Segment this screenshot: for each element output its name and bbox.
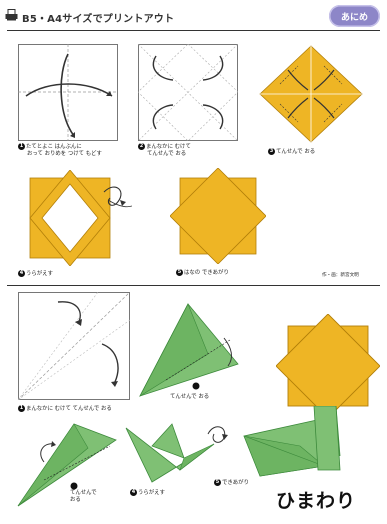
bottom-step-4-diagram xyxy=(125,423,228,483)
printer-icon xyxy=(5,9,18,21)
top-step-5-diagram xyxy=(170,168,266,264)
flower-name-title: ひまわり xyxy=(276,490,357,512)
section-divider xyxy=(7,285,380,286)
credit-text: 作・画：新宮文明 xyxy=(322,273,359,278)
top-step-3-diagram xyxy=(259,45,363,143)
bottom-step-1-diagram xyxy=(18,292,130,400)
top-step-4-diagram xyxy=(29,170,132,266)
sunflower-head-finished xyxy=(276,314,380,418)
bottom-step-3-diagram xyxy=(17,423,117,507)
page-title: B5・A4サイズでプリントアウト xyxy=(22,14,175,25)
bottom-step-3-caption: てんせんで おる xyxy=(70,490,97,503)
bottom-step-5-diagram xyxy=(243,406,341,477)
header-divider xyxy=(7,30,380,31)
top-step-1-diagram xyxy=(18,44,118,141)
bottom-step-2-caption: てんせんで おる xyxy=(170,394,210,400)
top-step-2-diagram xyxy=(138,44,238,141)
bottom-step-2-diagram xyxy=(139,303,239,397)
anime-button[interactable]: あにめ xyxy=(329,5,380,27)
